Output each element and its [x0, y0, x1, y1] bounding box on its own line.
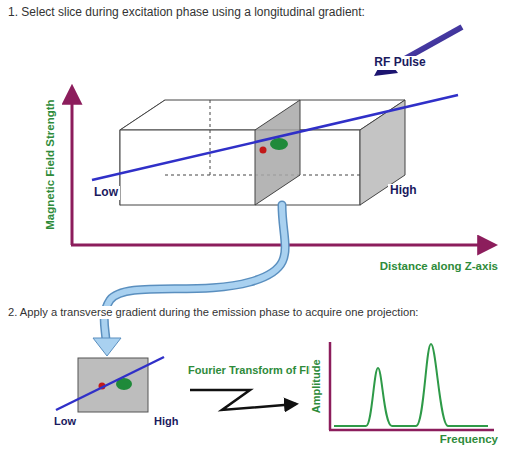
axis-title: Distance along Z-axis	[378, 260, 500, 273]
green-spot	[270, 138, 288, 150]
step-caption: 2. Apply a transverse gradient during th…	[6, 306, 420, 319]
gradient-line	[92, 95, 458, 180]
transfer-arrow	[93, 205, 285, 356]
transform-label: Fourier Transform of FID	[186, 364, 319, 377]
red-spot	[260, 147, 267, 154]
y-axis	[71, 88, 74, 245]
hidden-edge	[210, 100, 211, 175]
rf-label: RF Pulse	[372, 56, 427, 70]
step-caption: 1. Select slice during excitation phase …	[6, 6, 367, 20]
tube-fill	[104, 205, 285, 342]
axis-title: Frequency	[438, 433, 500, 446]
tube-head	[93, 338, 121, 356]
gradient-end: High	[388, 184, 419, 198]
selected-slice	[255, 100, 300, 205]
tube-outline	[104, 205, 285, 342]
fourier-arrow	[190, 390, 296, 410]
tissue-block	[120, 100, 405, 205]
gradient-line	[56, 357, 164, 410]
spectrum-curve	[334, 344, 488, 426]
gradient-end: High	[152, 415, 180, 428]
front-face	[120, 130, 360, 205]
frequency-axis	[329, 429, 494, 432]
axis-title: Magnetic Field Strength	[43, 98, 56, 232]
slice-square	[78, 358, 148, 412]
amplitude-axis	[329, 342, 332, 430]
gradient-end: Low	[52, 415, 78, 428]
gradient-end: Low	[92, 186, 120, 200]
axis-title: Amplitude	[310, 357, 323, 415]
